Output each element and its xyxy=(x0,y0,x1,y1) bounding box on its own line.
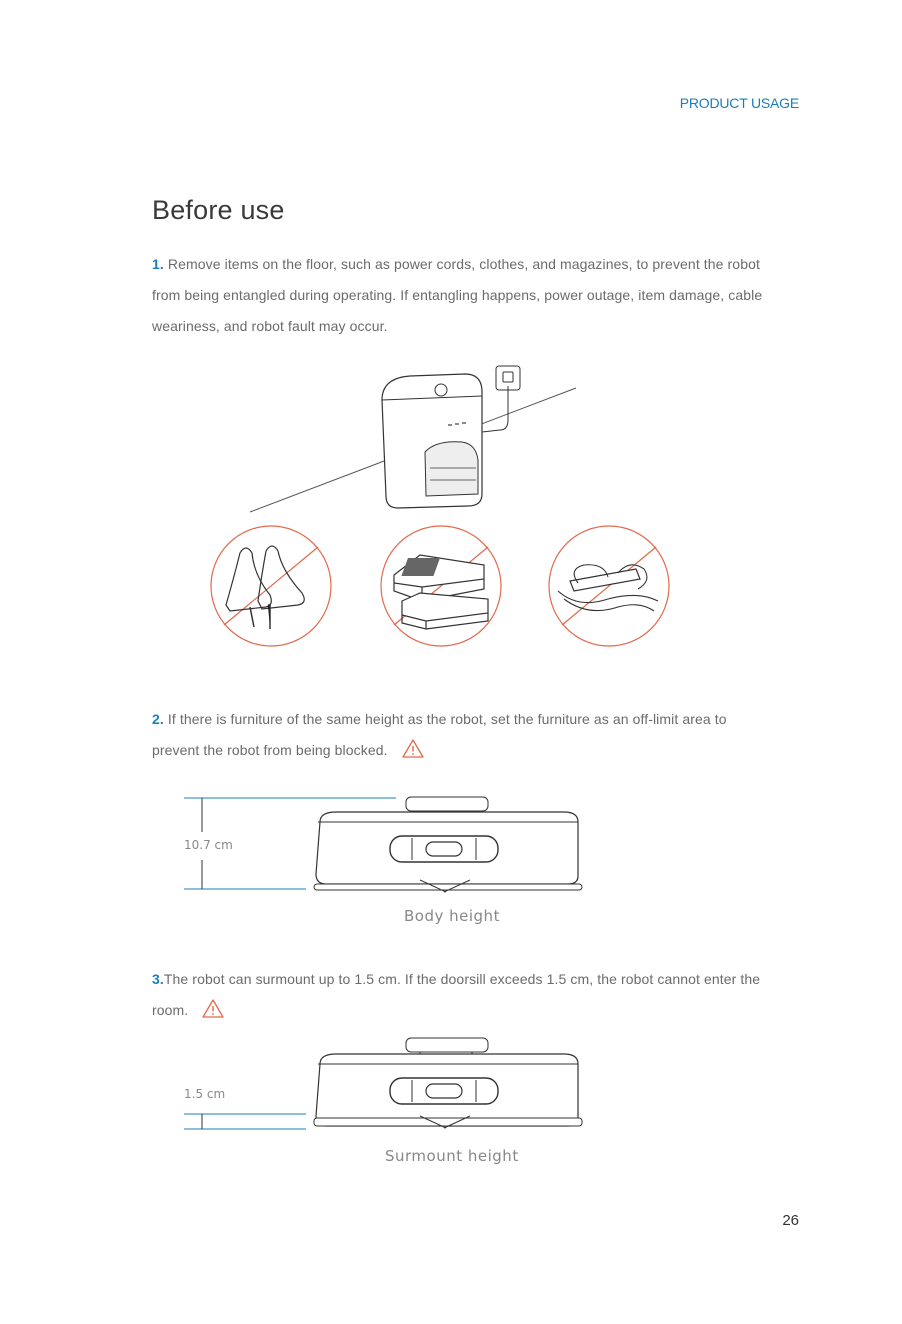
step-1: 1. Remove items on the floor, such as po… xyxy=(152,249,772,342)
step-3-text: The robot can surmount up to 1.5 cm. If … xyxy=(152,971,761,1018)
warning-icon xyxy=(202,999,224,1018)
prohibited-books-icon xyxy=(380,525,502,647)
step-1-number: 1. xyxy=(152,256,164,272)
section-header: PRODUCT USAGE xyxy=(679,95,799,111)
body-height-value: 10.7 cm xyxy=(184,838,233,852)
body-height-figure xyxy=(184,796,583,893)
body-height-caption: Body height xyxy=(404,907,500,925)
prohibited-cables-icon xyxy=(548,525,670,647)
surmount-height-caption: Surmount height xyxy=(385,1147,519,1165)
page-number: 26 xyxy=(782,1212,799,1229)
surmount-height-value: 1.5 cm xyxy=(184,1087,226,1101)
step-1-text: Remove items on the floor, such as power… xyxy=(152,256,763,334)
step-2: 2. If there is furniture of the same hei… xyxy=(152,704,772,766)
prohibited-shoes-icon xyxy=(210,525,332,647)
step-3: 3.The robot can surmount up to 1.5 cm. I… xyxy=(152,964,772,1026)
step-3-number: 3. xyxy=(152,971,164,987)
base-station-illustration xyxy=(249,365,577,513)
warning-icon xyxy=(401,739,424,758)
step-2-number: 2. xyxy=(152,711,164,727)
step-2-text: If there is furniture of the same height… xyxy=(152,711,727,758)
surmount-height-figure xyxy=(184,1037,583,1130)
page-title: Before use xyxy=(152,195,285,225)
